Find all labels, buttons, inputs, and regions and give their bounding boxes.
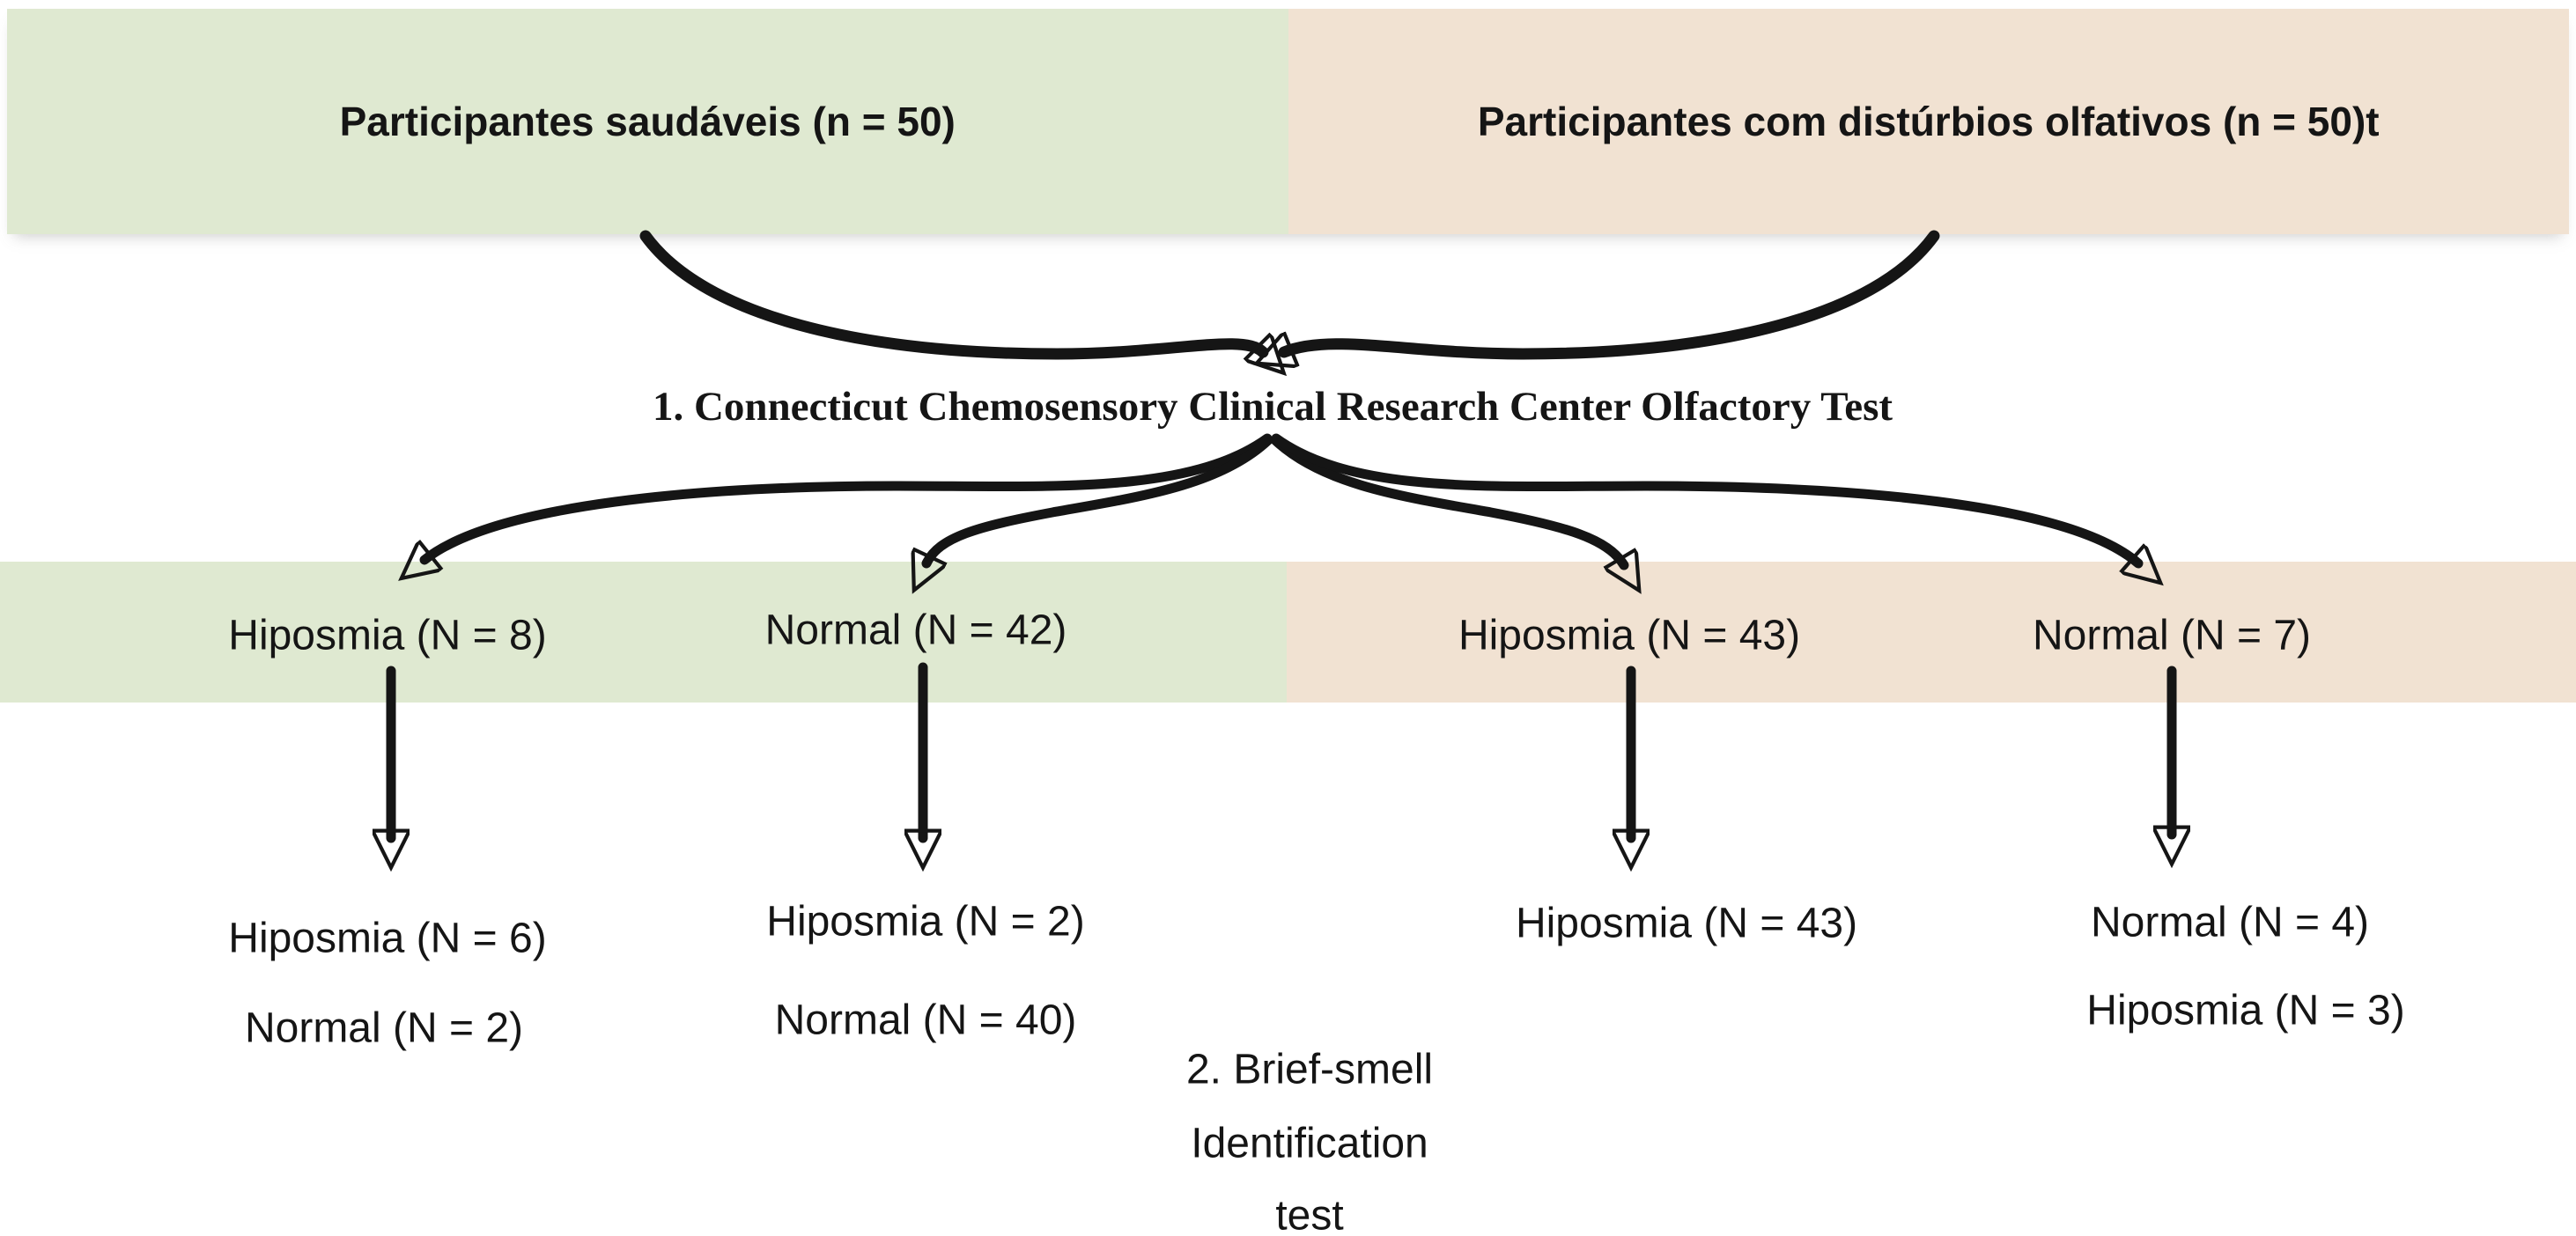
arrow-test1-to-outcome-2 (926, 435, 1273, 563)
test2-title-line2: Identification (1191, 1120, 1428, 1167)
test2-title-line3: test (1275, 1192, 1344, 1236)
result-col4-line2: Hiposmia (N = 3) (2086, 987, 2405, 1034)
result-col1-line1: Hiposmia (N = 6) (228, 915, 547, 962)
test2-title-line1: 2. Brief-smell (1185, 1046, 1434, 1093)
test1-outcome-band (0, 562, 2576, 703)
test1-outcome-band-disorders (1287, 562, 2576, 703)
test1-outcome-band-healthy (0, 562, 1287, 703)
disorders-group-label: Participantes com distúrbios olfativos (… (1477, 99, 2380, 144)
top-group-bands: Participantes saudáveis (n = 50) Partici… (7, 9, 2569, 234)
healthy-group-label: Participantes saudáveis (n = 50) (339, 99, 956, 144)
test1-title: 1. Connecticut Chemosensory Clinical Res… (652, 384, 1893, 430)
test1-outcome-3: Hiposmia (N = 43) (1458, 612, 1801, 659)
arrow-disorders-to-test1 (1284, 230, 1940, 354)
test1-outcome-1: Hiposmia (N = 8) (228, 612, 547, 659)
result-col2-line1: Hiposmia (N = 2) (766, 898, 1085, 945)
result-col4-line1: Normal (N = 4) (2090, 899, 2370, 946)
result-col3-line1: Hiposmia (N = 43) (1515, 900, 1858, 947)
arrow-test1-to-outcome-1 (424, 433, 1273, 560)
result-col1-line2: Normal (N = 2) (244, 1004, 524, 1052)
healthy-group-band: Participantes saudáveis (n = 50) (7, 9, 1288, 234)
arrow-test1-to-outcome-3 (1270, 435, 1624, 565)
test1-outcome-4: Normal (N = 7) (2032, 612, 2312, 659)
test1-outcome-2: Normal (N = 42) (764, 607, 1067, 654)
disorders-group-band: Participantes com distúrbios olfativos (… (1288, 9, 2569, 234)
arrow-test1-to-outcome-4 (1271, 433, 2138, 563)
arrow-healthy-to-test1 (639, 230, 1263, 354)
result-col2-line2: Normal (N = 40) (774, 997, 1077, 1044)
